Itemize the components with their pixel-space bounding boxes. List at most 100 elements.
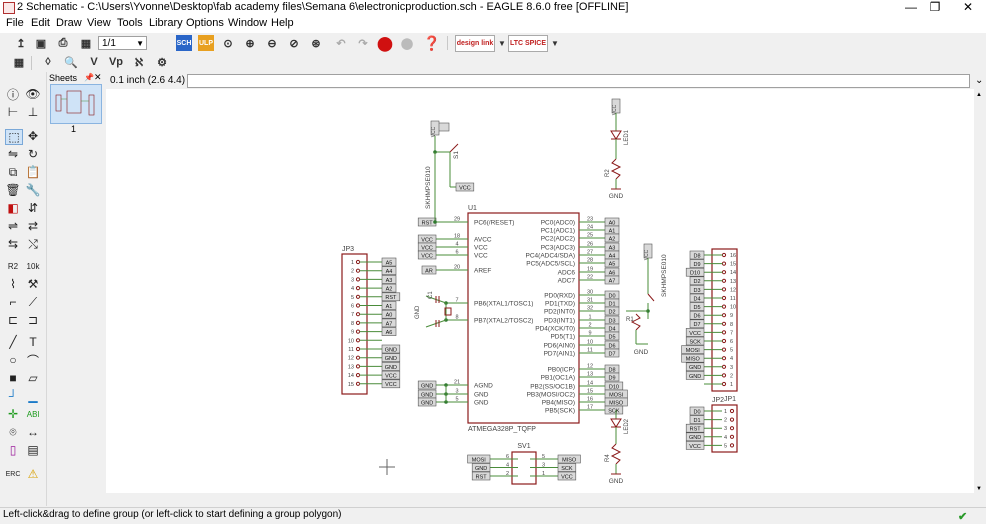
close-icon[interactable]: ✕	[94, 72, 102, 82]
erc-icon[interactable]: ERC	[5, 470, 21, 478]
menu-tools[interactable]: Tools	[117, 17, 143, 29]
miter-icon[interactable]: ⌐	[9, 295, 17, 309]
search-icon[interactable]: 🔍	[64, 56, 78, 69]
ulp-icon[interactable]: ULP	[198, 35, 214, 51]
designlink-button[interactable]: design link	[455, 35, 495, 52]
rectangle-icon[interactable]: ■	[9, 371, 17, 385]
smash-icon[interactable]: ⌇	[10, 277, 16, 291]
restore-button[interactable]: ❐	[929, 0, 941, 14]
minimize-button[interactable]: —	[905, 0, 917, 14]
net-label: A2	[386, 287, 393, 293]
net-label: GND	[385, 347, 397, 353]
open-icon[interactable]: ↥	[16, 37, 26, 50]
stop-icon[interactable]: ⬤	[377, 34, 393, 51]
pin-icon[interactable]: 📌	[84, 73, 94, 82]
frame-icon[interactable]: ▯	[9, 443, 17, 457]
menu-options[interactable]: Options	[186, 17, 224, 29]
split-wire-icon[interactable]: ⟋	[28, 294, 38, 309]
ltspice-dropdown-icon[interactable]: ▼	[551, 38, 559, 48]
sheet-select[interactable]: 1/1▼	[98, 36, 147, 50]
zoom-in-icon[interactable]: ⊕	[245, 37, 255, 50]
value-tool[interactable]: V	[90, 56, 98, 68]
zoom-out-icon[interactable]: ⊖	[267, 37, 277, 50]
menu-window[interactable]: Window	[228, 17, 268, 29]
net-icon[interactable]: ▁	[28, 389, 38, 403]
board-switch-icon[interactable]: SCH	[176, 35, 192, 51]
net-label: D9	[693, 262, 700, 268]
junction-icon[interactable]: ✛	[7, 407, 19, 421]
split-icon[interactable]: ⤭	[28, 236, 38, 251]
show-icon[interactable]: 👁	[25, 87, 41, 101]
mirror-icon[interactable]: ⇋	[7, 147, 19, 161]
script-icon[interactable]: ℵ	[134, 56, 144, 69]
group-icon[interactable]: ⬚	[5, 129, 23, 145]
change-icon[interactable]: ⚒	[27, 277, 39, 291]
dimension-icon[interactable]: ↔	[27, 425, 39, 439]
wrench-icon[interactable]: 🔧	[25, 183, 41, 197]
scroll-down-icon[interactable]: ▼	[976, 486, 982, 492]
display-icon[interactable]: ⊢	[7, 105, 19, 119]
designlink-dropdown-icon[interactable]: ▼	[498, 38, 506, 48]
undo-icon[interactable]: ↶	[336, 37, 346, 50]
add-icon[interactable]: ◧	[7, 201, 19, 215]
pin-swap-icon[interactable]: ⇄	[27, 219, 39, 233]
circle-icon[interactable]: ○	[9, 353, 17, 367]
ltspice-button[interactable]: LTC SPICE	[508, 35, 548, 52]
vp-tool[interactable]: Vp	[108, 56, 124, 68]
route-icon[interactable]: ⊐	[27, 313, 39, 327]
grid-icon[interactable]: ▦	[13, 56, 25, 69]
sheet-thumbnail[interactable]	[50, 84, 102, 124]
menu-edit[interactable]: Edit	[31, 17, 50, 29]
save-icon[interactable]: ▣	[35, 37, 47, 50]
attribute-icon[interactable]: ⌾	[9, 424, 17, 439]
replace-icon[interactable]: ⇵	[27, 201, 39, 215]
text-icon[interactable]: T	[29, 335, 37, 349]
menu-help[interactable]: Help	[271, 17, 294, 29]
jp3-pin-circle	[355, 355, 361, 360]
optimize-icon[interactable]: ⊏	[7, 313, 19, 327]
line-icon[interactable]: ╱	[9, 335, 17, 349]
zoom-fit-icon[interactable]: ⊙	[223, 37, 233, 50]
command-dropdown-icon[interactable]: ⌄	[975, 75, 984, 86]
value-icon[interactable]: 10k	[26, 261, 40, 271]
layer-icon[interactable]: ◊	[45, 56, 51, 68]
cam-icon[interactable]: ▦	[80, 37, 92, 50]
menu-library[interactable]: Library	[149, 17, 183, 29]
paste-icon[interactable]: 📋	[25, 165, 41, 179]
modules-icon[interactable]: ▤	[27, 443, 39, 457]
bus-icon[interactable]: ┘	[8, 389, 18, 403]
move-icon[interactable]: ✥	[27, 129, 39, 143]
menu-draw[interactable]: Draw	[56, 17, 82, 29]
label-icon[interactable]: ABl	[26, 409, 40, 419]
redraw-icon[interactable]: ⊛	[311, 37, 321, 50]
sv1-name: SV1	[517, 443, 530, 450]
rotate-icon[interactable]: ↻	[27, 147, 39, 161]
invoke-icon[interactable]: ⇆	[7, 237, 19, 251]
help-icon[interactable]: ❓	[423, 34, 441, 51]
gate-swap-icon[interactable]: ⇌	[7, 219, 19, 233]
sv1-pin-number: 1	[542, 471, 545, 477]
name-icon[interactable]: R2	[7, 261, 19, 271]
close-button[interactable]: ✕	[962, 0, 974, 14]
net-label-box	[685, 267, 705, 277]
arc-icon[interactable]: ⌒	[26, 353, 39, 368]
redo-icon[interactable]: ↷	[358, 37, 368, 50]
jp3-pin-number: 7	[351, 312, 354, 318]
delete-icon[interactable]: 🗑	[5, 183, 21, 197]
command-line-input[interactable]	[187, 74, 970, 88]
gear-icon[interactable]: ⚙	[157, 56, 167, 69]
menu-file[interactable]: File	[6, 17, 24, 29]
zoom-select-icon[interactable]: ⊘	[289, 37, 299, 50]
copy-icon[interactable]: ⧉	[8, 164, 18, 179]
print-icon[interactable]: ⎙	[58, 36, 68, 49]
mark-icon[interactable]: ⊥	[27, 105, 39, 119]
u1-pin-number: 3	[455, 389, 458, 395]
scroll-up-icon[interactable]: ▲	[976, 92, 982, 98]
polygon-icon[interactable]: ▱	[28, 371, 38, 385]
go-icon[interactable]: ⬤	[400, 37, 414, 50]
menu-view[interactable]: View	[87, 17, 111, 29]
net-label: D5	[608, 334, 615, 340]
warning-icon[interactable]: ⚠	[27, 467, 39, 481]
info-icon[interactable]: ⓘ	[6, 87, 19, 102]
